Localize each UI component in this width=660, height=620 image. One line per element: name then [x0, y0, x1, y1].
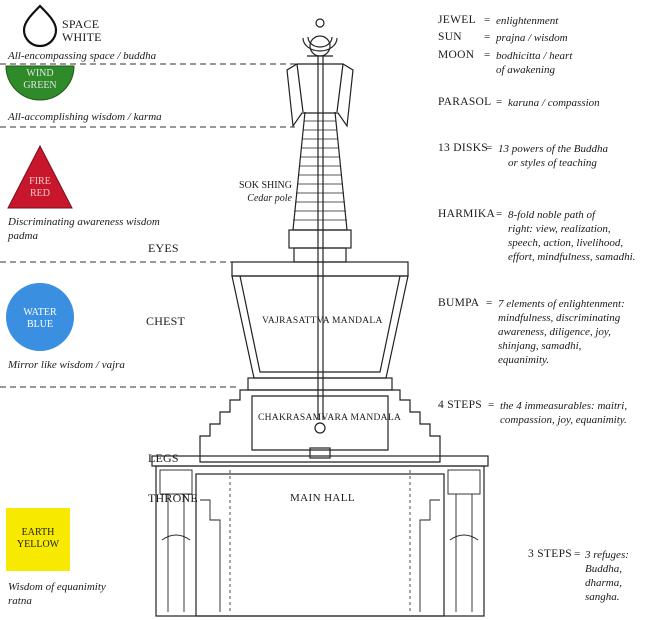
legend-bumpa-line: shinjang, samadhi, — [498, 340, 582, 352]
legend-bumpa-line: mindfulness, discriminating — [498, 312, 621, 324]
wind-semicircle-shape — [5, 65, 75, 101]
chakrasamvara-label: CHAKRASAMVARA MANDALA — [258, 413, 402, 423]
legend-harmika-def: 8-fold noble path of right: view, realiz… — [508, 208, 635, 264]
space-name: SPACE — [62, 17, 100, 31]
sok-shing-subtitle: Cedar pole — [247, 193, 292, 204]
water-label: WATER BLUE — [6, 307, 74, 331]
legend-bumpa-eq: = — [486, 297, 493, 309]
legend-harmika-term: HARMIKA — [438, 208, 496, 220]
water-quality: Mirror like wisdom / vajra — [8, 359, 125, 371]
water-name: WATER — [23, 307, 57, 318]
earth-color: YELLOW — [16, 539, 60, 550]
legend-parasol-eq: = — [496, 96, 503, 108]
legend-bumpa-line: equanimity. — [498, 354, 550, 366]
legend-bumpa-def: 7 elements of enlightenment: mindfulness… — [498, 297, 625, 367]
legend-disks-def1: 13 powers of the Buddha — [498, 143, 608, 155]
legend-bumpa-term: BUMPA — [438, 297, 480, 309]
legs-label: LEGS — [148, 451, 179, 465]
sok-shing-label: SOK SHING Cedar pole — [218, 180, 292, 206]
fire-triangle-shape — [7, 144, 73, 209]
wind-color: GREEN — [23, 80, 57, 91]
legend-disks-term: 13 DISKS — [438, 142, 489, 154]
legend-disks-eq: = — [486, 142, 493, 154]
legend-jewel-def: enlightenment — [496, 15, 559, 27]
legend-harmika-eq: = — [496, 208, 503, 220]
legend-moon-eq: = — [484, 49, 491, 61]
space-quality: All-encompassing space / buddha — [8, 50, 157, 62]
water-circle-shape — [6, 283, 74, 351]
legend-jewel-eq: = — [484, 14, 491, 26]
main-hall-label: MAIN HALL — [290, 492, 356, 504]
legend-sun-term: SUN — [438, 31, 462, 43]
legend-four-steps-line: compassion, joy, equanimity. — [500, 414, 627, 426]
chest-label: CHEST — [146, 314, 186, 328]
wind-label: WIND GREEN — [6, 68, 74, 92]
legend-parasol-term: PARASOL — [438, 96, 492, 108]
legend-moon-term: MOON — [438, 49, 475, 61]
legend-three-steps-def: Buddha, dharma, sangha. — [585, 562, 622, 604]
section-dividers — [0, 63, 300, 388]
legend-harmika-line: 8-fold noble path of — [508, 209, 596, 221]
legend-harmika-line: right: view, realization, — [508, 223, 611, 235]
eyes-label: EYES — [148, 241, 179, 255]
legend-bumpa-line: awareness, diligence, joy, — [498, 326, 611, 338]
legend-three-steps-line: Buddha, — [585, 563, 622, 575]
fire-name: FIRE — [29, 176, 51, 187]
wind-name: WIND — [26, 68, 54, 79]
earth-label: EARTH YELLOW — [6, 527, 70, 551]
legend-four-steps-term: 4 STEPS — [438, 399, 482, 411]
space-color: WHITE — [62, 30, 102, 44]
legend-parasol-def: karuna / compassion — [508, 97, 600, 109]
earth-quality-line1: Wisdom of equanimity — [8, 581, 106, 593]
legend-four-steps-def: the 4 immeasurables: maitri, compassion,… — [500, 399, 627, 427]
water-color: BLUE — [26, 319, 54, 330]
throne-label: THRONE — [148, 491, 198, 505]
sok-shing-title: SOK SHING — [238, 180, 292, 191]
legend-jewel-term: JEWEL — [438, 14, 476, 26]
legend-disks-def: 13 powers of the Buddha or styles of tea… — [498, 142, 608, 170]
legend-sun-def: prajna / wisdom — [496, 32, 568, 44]
fire-quality-line1: Discriminating awareness wisdom — [8, 216, 160, 228]
legend-disks-def2: or styles of teaching — [508, 157, 597, 169]
legend-three-steps-line: dharma, — [585, 577, 622, 589]
legend-four-steps-eq: = — [488, 399, 495, 411]
legend-three-steps-term: 3 STEPS — [528, 548, 572, 560]
earth-square-shape — [6, 508, 70, 571]
earth-quality-line2: ratna — [8, 595, 32, 607]
legend-harmika-line: effort, mindfulness, samadhi. — [508, 251, 636, 263]
earth-quality: Wisdom of equanimity ratna — [8, 580, 106, 608]
wind-quality: All-accomplishing wisdom / karma — [8, 111, 162, 123]
space-label: SPACE WHITE — [62, 18, 102, 44]
fire-label: FIRE RED — [8, 176, 72, 200]
legend-moon-def: bodhicitta / heart of awakening — [496, 49, 572, 77]
legend-three-steps-eq: = — [574, 548, 581, 560]
fire-quality-line2: padma — [8, 230, 38, 242]
legend-moon-def1: bodhicitta / heart — [496, 50, 573, 62]
legend-moon-def2: of awakening — [496, 64, 555, 76]
legend-harmika-line: speech, action, livelihood, — [508, 237, 624, 249]
stupa-outline — [151, 18, 489, 617]
legend-bumpa-line: 7 elements of enlightenment: — [498, 298, 625, 310]
fire-color: RED — [30, 188, 50, 199]
vajrasattva-label: VAJRASATTVA MANDALA — [262, 316, 383, 326]
earth-name: EARTH — [21, 527, 55, 538]
legend-three-steps-line: sangha. — [585, 591, 620, 603]
legend-sun-eq: = — [484, 31, 491, 43]
fire-quality: Discriminating awareness wisdom padma — [8, 215, 160, 243]
legend-three-steps-line: 3 refuges: — [585, 549, 629, 561]
space-drop-shape — [22, 4, 58, 48]
legend-four-steps-line: the 4 immeasurables: maitri, — [500, 400, 628, 412]
